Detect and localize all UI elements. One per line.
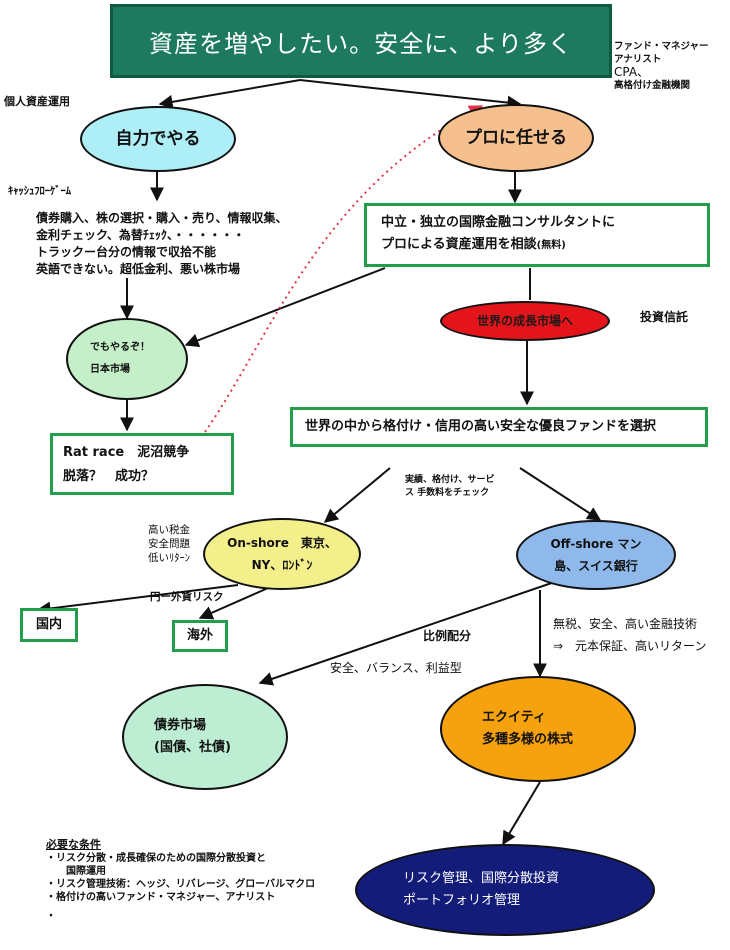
arrow-consult-to-demo: [184, 267, 386, 347]
self-issues-text: 債券購入、株の選択・購入・売り、情報収集、 金利チェック、為替ﾁｪｯｸ、・・・・…: [36, 210, 288, 278]
consult-line-text: プロによる資産運用を相談: [381, 237, 537, 252]
check-line: ス 手数料をチェック: [405, 488, 490, 498]
onshore-issue: 安全問題: [148, 538, 190, 550]
proportional-label: 比例配分: [423, 629, 472, 643]
cashflow-label: ｷｬｯｼｭﾌﾛｰｹﾞｰﾑ: [8, 185, 71, 197]
domestic-label: 国内: [35, 617, 62, 632]
investment-trust-label: 投資信託: [640, 310, 689, 324]
onshore-issue: 高い税金: [148, 524, 190, 536]
benefit-line: ⇒ 元本保証、高いリターン: [553, 639, 707, 653]
jiriki-label: 自力でやる: [115, 129, 201, 149]
title-box: 資産を増やしたい。安全に、より多く: [110, 4, 612, 78]
issue-line: 金利チェック、為替ﾁｪｯｸ、・・・・・・: [36, 228, 245, 242]
note-line: 高格付け金融機関: [614, 80, 691, 91]
pro-label: プロに任せる: [465, 128, 567, 148]
onshore-issue: 低いﾘﾀｰﾝ: [148, 552, 190, 564]
consult-box: 中立・独立の国際金融コンサルタントに プロによる資産運用を相談(無料): [364, 203, 710, 267]
consult-line: 中立・独立の国際金融コンサルタントに: [381, 215, 616, 230]
arrow-title-to-jiriki: [158, 79, 301, 109]
allocation-types: 安全、バランス、利益型: [330, 661, 462, 675]
note-line: ファンド・マネジャー: [614, 41, 709, 52]
bonds-node: 債券市場 (国債、社債): [122, 684, 288, 790]
conditions-heading: 必要な条件: [46, 838, 101, 851]
arrow-onshore-to-overseas: [198, 587, 269, 620]
demo-line: 日本市場: [90, 364, 130, 375]
offshore-benefits: 無税、安全、高い金融技術 ⇒ 元本保証、高いリターン: [553, 613, 706, 657]
consult-free-note: (無料): [536, 240, 566, 251]
note-line: CPA、: [614, 65, 650, 79]
dotted-arrow-ratrace-to-pro: [204, 105, 484, 433]
arrow-title-to-pro: [299, 79, 522, 110]
arrow-offshore-to-bonds: [258, 574, 576, 686]
demo-node: でもやるぞ！ 日本市場: [66, 318, 188, 400]
check-line: 実績、格付け、サービ: [405, 475, 495, 485]
jiriki-node: 自力でやる: [80, 106, 236, 172]
overseas-label: 海外: [186, 628, 213, 643]
condition-item: ・: [46, 911, 56, 922]
offshore-label: Off-shore マン 島、スイス銀行: [550, 537, 642, 573]
issue-line: 英語できない。超低金利、悪い株市場: [36, 262, 241, 276]
onshore-label: On-shore 東京、 NY、ﾛﾝﾄﾞﾝ: [227, 536, 337, 572]
currency-risk-label: 円ー外貨リスク: [150, 591, 224, 603]
onshore-issues: 高い税金 安全問題 低いﾘﾀｰﾝ: [148, 523, 190, 565]
bonds-label: 債券市場 (国債、社債): [154, 718, 231, 755]
arrow-equity-to-risk: [502, 781, 541, 846]
conditions-block: 必要な条件 ・リスク分散・成長確保のための国際分散投資と 国際運用 ・リスク管理…: [46, 838, 346, 923]
equity-label: エクイティ 多種多様の株式: [482, 710, 574, 747]
onshore-node: On-shore 東京、 NY、ﾛﾝﾄﾞﾝ: [203, 518, 361, 590]
overseas-box: 海外: [172, 620, 228, 652]
top-right-note: ファンド・マネジャー アナリスト CPA、 高格付け金融機関: [614, 40, 709, 92]
consult-line: プロによる資産運用を相談(無料): [381, 234, 707, 257]
pro-node: プロに任せる: [438, 104, 594, 172]
offshore-node: Off-shore マン 島、スイス銀行: [516, 520, 676, 590]
risk-management-label: リスク管理、国際分散投資 ポートフォリオ管理: [403, 871, 560, 908]
issue-line: トラックー台分の情報で収拾不能: [36, 245, 217, 259]
note-line: アナリスト: [614, 54, 662, 65]
benefit-line: 無税、安全、高い金融技術: [553, 617, 698, 631]
rat-race-line: 脱落？ 成功？: [63, 469, 155, 484]
title-text: 資産を増やしたい。安全に、より多く: [149, 29, 573, 58]
growth-market-label: 世界の成長市場へ: [476, 314, 573, 328]
condition-item: ・リスク分散・成長確保のための国際分散投資と: [46, 853, 266, 864]
condition-item: 国際運用: [46, 866, 106, 877]
arrow-onshore-to-domestic: [36, 584, 239, 616]
rat-race-box: Rat race 泥沼競争 脱落？ 成功？: [50, 433, 234, 495]
issue-line: 債券購入、株の選択・購入・売り、情報収集、: [36, 211, 288, 225]
condition-item: ・リスク管理技術：ヘッジ、リバレージ、グローバルマクロ: [46, 879, 316, 890]
select-funds-box: 世界の中から格付け・信用の高い安全な優良ファンドを選択: [290, 407, 708, 447]
risk-management-node: リスク管理、国際分散投資 ポートフォリオ管理: [355, 844, 655, 936]
arrow-select-to-onshore: [323, 467, 391, 523]
demo-line: でもやるぞ！: [90, 342, 150, 353]
rat-race-line: Rat race 泥沼競争: [63, 445, 190, 460]
equity-node: エクイティ 多種多様の株式: [440, 676, 636, 782]
condition-item: ・格付けの高いファンド・マネジャー、アナリスト: [46, 892, 276, 903]
domestic-box: 国内: [20, 608, 78, 642]
arrow-select-to-offshore: [519, 467, 602, 521]
select-funds-label: 世界の中から格付け・信用の高い安全な優良ファンドを選択: [305, 419, 657, 434]
left-label: 個人資産運用: [4, 95, 70, 108]
growth-market-node: 世界の成長市場へ: [440, 301, 610, 341]
check-note: 実績、格付け、サービ ス 手数料をチェック: [405, 474, 495, 500]
